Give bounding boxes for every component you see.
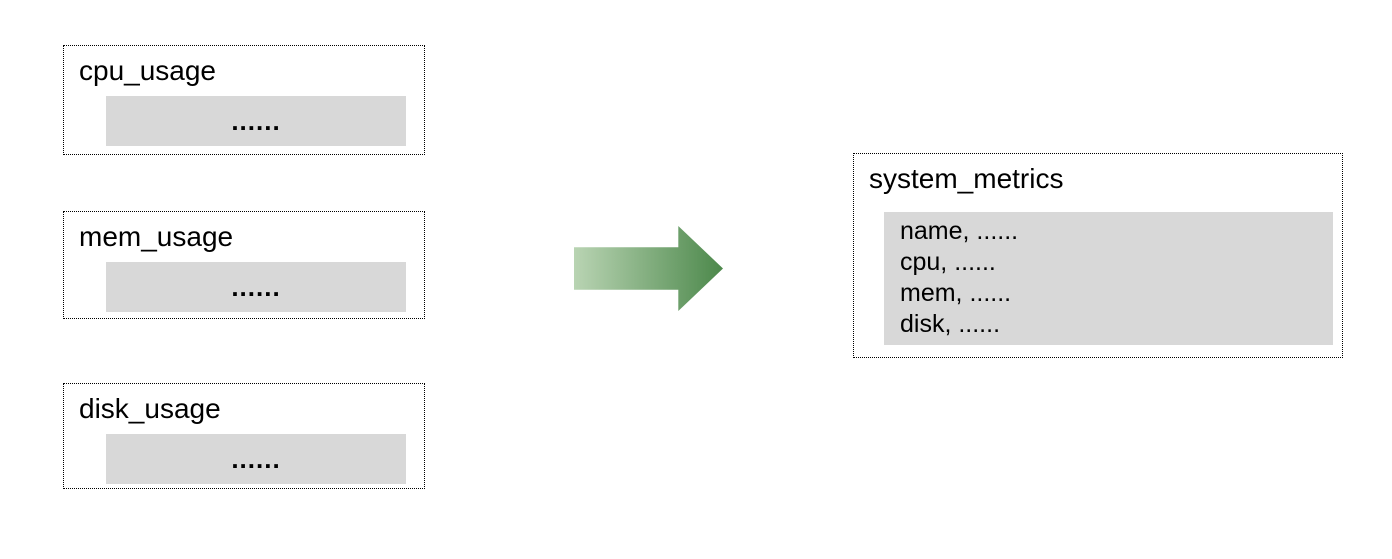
box-content-bar: ...... — [106, 434, 406, 484]
placeholder-dots: ...... — [231, 105, 281, 136]
field-row: name, ...... — [900, 217, 1019, 245]
source-box-cpu-usage: cpu_usage ...... — [63, 45, 425, 155]
field-row: mem, ...... — [900, 279, 1012, 307]
source-box-mem-usage: mem_usage ...... — [63, 211, 425, 319]
box-content-bar: ...... — [106, 96, 406, 146]
box-title: system_metrics — [869, 163, 1064, 194]
source-box-disk-usage: disk_usage ...... — [63, 383, 425, 489]
box-title: mem_usage — [79, 221, 234, 252]
field-row: disk, ...... — [900, 310, 1001, 338]
field-row: cpu, ...... — [900, 248, 996, 276]
box-title: cpu_usage — [79, 55, 217, 86]
placeholder-dots: ...... — [231, 443, 281, 474]
target-box-system-metrics: system_metrics name, ...... cpu, ...... … — [853, 153, 1343, 358]
box-title: disk_usage — [79, 393, 221, 424]
box-content-bar: ...... — [106, 262, 406, 312]
box-content-panel: name, ...... cpu, ...... mem, ...... dis… — [884, 212, 1333, 345]
arrow-right-icon — [574, 226, 723, 311]
placeholder-dots: ...... — [231, 271, 281, 302]
